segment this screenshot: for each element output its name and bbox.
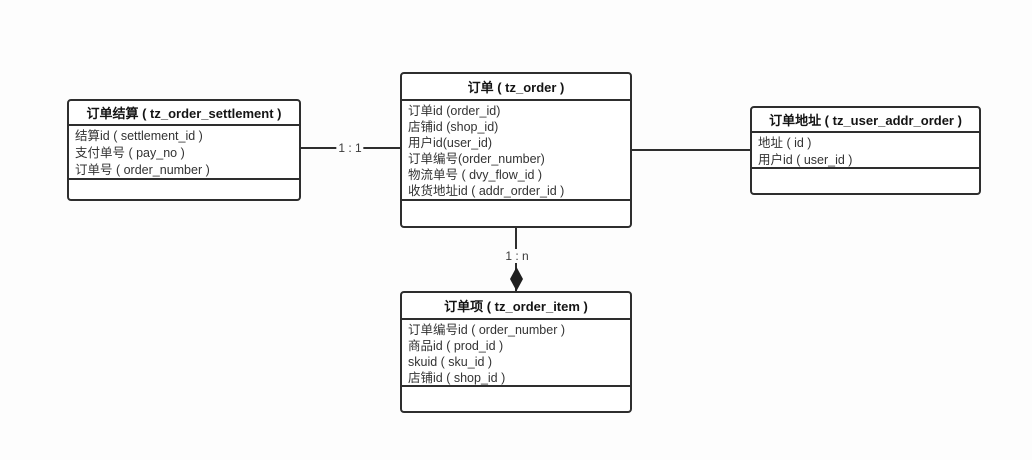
entity-order-address[interactable]: 订单地址 ( tz_user_addr_order ) 地址 ( id ) 用户i…	[750, 106, 981, 195]
entity-field: 结算id ( settlement_id )	[75, 129, 203, 143]
connector-order-address	[632, 149, 750, 151]
entity-order-settlement-fields: 结算id ( settlement_id ) 支付单号 ( pay_no ) 订单号…	[69, 126, 299, 180]
entity-order-settlement-footer	[69, 180, 299, 199]
entity-order-item-title: 订单项 ( tz_order_item )	[402, 293, 630, 320]
entity-field: 订单号 ( order_number )	[75, 162, 210, 177]
entity-field: 物流单号 ( dvy_flow_id )	[408, 168, 543, 183]
entity-order-title: 订单 ( tz_order )	[402, 74, 630, 101]
entity-order-item-footer	[402, 387, 630, 411]
entity-order-item[interactable]: 订单项 ( tz_order_item ) 订单编号id ( order_num…	[400, 291, 632, 413]
composition-diamond-icon	[510, 267, 523, 291]
entity-order-address-fields: 地址 ( id ) 用户id ( user_id )	[752, 133, 979, 169]
entity-field: 用户id ( user_id )	[758, 152, 853, 167]
entity-field: 订单id (order_id)	[408, 104, 501, 118]
entity-order-fields: 订单id (order_id) 店铺id (shop_id)用户id(user_i…	[402, 101, 630, 201]
entity-field: 订单编号(order_number)	[408, 152, 545, 167]
entity-field: 店铺id (shop_id)	[408, 120, 499, 135]
entity-order-address-footer	[752, 169, 979, 193]
entity-field: 商品id ( prod_id )	[408, 339, 504, 354]
entity-order-item-fields: 订单编号id ( order_number ) 商品id ( prod_id )s…	[402, 320, 630, 387]
entity-order-settlement-title: 订单结算 ( tz_order_settlement )	[69, 101, 299, 126]
entity-order-footer	[402, 201, 630, 226]
entity-field: 用户id(user_id)	[408, 136, 493, 151]
entity-order-address-title: 订单地址 ( tz_user_addr_order )	[752, 108, 979, 133]
entity-field: 收货地址id ( addr_order_id )	[408, 184, 565, 199]
entity-field: 地址 ( id )	[758, 136, 812, 150]
cardinality-label-one-to-one: 1 : 1	[336, 141, 364, 155]
entity-field: 支付单号 ( pay_no )	[75, 145, 185, 160]
cardinality-label-one-to-n: 1 : n	[503, 249, 531, 263]
entity-field: 店铺id ( shop_id )	[408, 371, 506, 386]
entity-field: skuid ( sku_id )	[408, 355, 493, 370]
entity-order-settlement[interactable]: 订单结算 ( tz_order_settlement ) 结算id ( sett…	[67, 99, 301, 201]
entity-field: 订单编号id ( order_number )	[408, 323, 565, 337]
entity-order[interactable]: 订单 ( tz_order ) 订单id (order_id) 店铺id (sho…	[400, 72, 632, 228]
